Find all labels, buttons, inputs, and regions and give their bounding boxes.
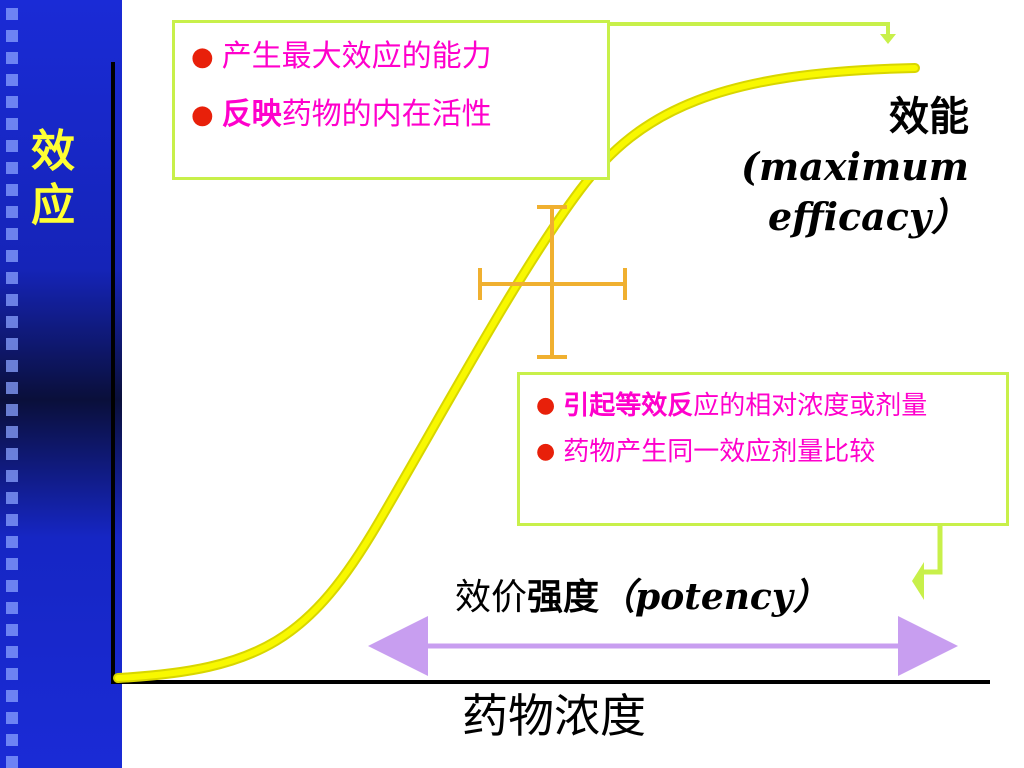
sidebar-square bbox=[6, 294, 18, 306]
efficacy-bullet-2: ● 反映药物的内在活性 bbox=[191, 95, 607, 135]
sidebar-square bbox=[6, 382, 18, 394]
sidebar-square bbox=[6, 96, 18, 108]
sidebar-square bbox=[6, 712, 18, 724]
potency-label-zh-strong: 强度 bbox=[527, 577, 600, 618]
potency-label-zh: 效价 bbox=[455, 577, 528, 618]
sidebar-square bbox=[6, 756, 18, 768]
sidebar-bar: 效应 bbox=[0, 0, 122, 768]
efficacy-connector-arrow bbox=[610, 22, 896, 44]
efficacy-bullet-1-text: 产生最大效应的能力 bbox=[221, 39, 492, 74]
potency-bullet-1-text: 应的相对浓度或剂量 bbox=[693, 391, 928, 421]
potency-bullet-1-strong: 引起等效反 bbox=[563, 391, 694, 421]
efficacy-label-en-2: efficacy） bbox=[767, 194, 969, 239]
sidebar-square bbox=[6, 448, 18, 460]
sidebar-square bbox=[6, 228, 18, 240]
sidebar-square bbox=[6, 492, 18, 504]
sidebar-square bbox=[6, 184, 18, 196]
potency-connector-arrow bbox=[912, 526, 943, 600]
sidebar-square bbox=[6, 140, 18, 152]
sidebar-square bbox=[6, 52, 18, 64]
potency-bullet-2-text: 药物产生同一效应剂量比较 bbox=[563, 437, 876, 467]
efficacy-description-box: ● 产生最大效应的能力 ● 反映药物的内在活性 bbox=[172, 20, 610, 180]
potency-label: 效价强度（potency） bbox=[455, 572, 829, 623]
efficacy-bullet-2-strong: 反映 bbox=[221, 97, 282, 132]
sidebar-square bbox=[6, 360, 18, 372]
sidebar-square bbox=[6, 734, 18, 746]
sidebar-square bbox=[6, 514, 18, 526]
potency-bullet-2: ● 药物产生同一效应剂量比较 bbox=[536, 435, 1006, 469]
sidebar-square bbox=[6, 316, 18, 328]
bullet-dot-icon: ● bbox=[536, 393, 556, 418]
sidebar-square bbox=[6, 624, 18, 636]
sidebar-square bbox=[6, 690, 18, 702]
sidebar-square bbox=[6, 162, 18, 174]
sidebar-square bbox=[6, 338, 18, 350]
efficacy-label-zh: 效能 bbox=[889, 94, 969, 140]
efficacy-label: 效能 (maximum efficacy） bbox=[741, 92, 969, 242]
sidebar-square bbox=[6, 536, 18, 548]
sidebar-square bbox=[6, 118, 18, 130]
efficacy-label-en-1: (maximum bbox=[741, 144, 969, 189]
bullet-dot-icon: ● bbox=[191, 42, 214, 72]
potency-description-box: ● 引起等效反应的相对浓度或剂量 ● 药物产生同一效应剂量比较 bbox=[517, 372, 1009, 526]
efficacy-bullet-1: ● 产生最大效应的能力 bbox=[191, 37, 607, 77]
sidebar-square bbox=[6, 206, 18, 218]
crosshair-marker bbox=[478, 205, 627, 359]
sidebar-square bbox=[6, 250, 18, 262]
sidebar-square bbox=[6, 470, 18, 482]
efficacy-bullet-2-text: 药物的内在活性 bbox=[281, 97, 492, 132]
sidebar-square bbox=[6, 30, 18, 42]
sigmoid-curve bbox=[115, 65, 918, 681]
sidebar-square bbox=[6, 272, 18, 284]
x-axis-label: 药物浓度 bbox=[462, 689, 646, 743]
sidebar-square bbox=[6, 426, 18, 438]
sidebar-square-column bbox=[6, 0, 28, 768]
sidebar-square bbox=[6, 8, 18, 20]
sidebar-square bbox=[6, 404, 18, 416]
potency-label-en: （potency） bbox=[599, 576, 829, 618]
sidebar-square bbox=[6, 602, 18, 614]
sidebar-square bbox=[6, 74, 18, 86]
sidebar-square bbox=[6, 668, 18, 680]
sidebar-square bbox=[6, 558, 18, 570]
potency-bullet-1: ● 引起等效反应的相对浓度或剂量 bbox=[536, 389, 1006, 423]
bullet-dot-icon: ● bbox=[536, 439, 556, 464]
sidebar-square bbox=[6, 646, 18, 658]
sidebar-square bbox=[6, 580, 18, 592]
y-axis-label: 效应 bbox=[31, 126, 75, 231]
bullet-dot-icon: ● bbox=[191, 100, 214, 130]
